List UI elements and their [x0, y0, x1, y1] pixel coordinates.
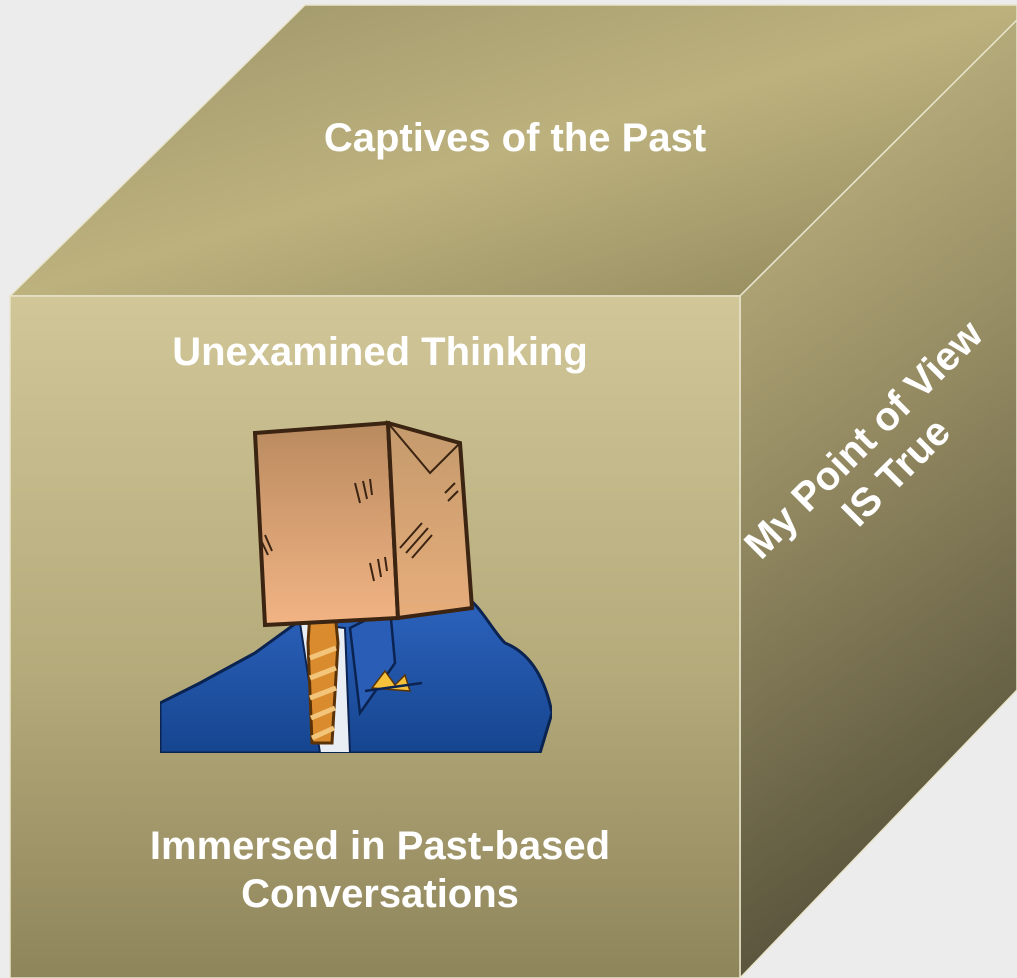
- front-face-caption: Immersed in Past-based Conversations: [60, 822, 700, 918]
- front-face-title: Unexamined Thinking: [172, 330, 588, 374]
- front-caption-line-2: Conversations: [241, 872, 519, 916]
- paper-bag-head-businessman-icon: [160, 420, 552, 753]
- top-face-label: Captives of the Past: [323, 116, 707, 160]
- front-caption-line-1: Immersed in Past-based: [149, 824, 611, 868]
